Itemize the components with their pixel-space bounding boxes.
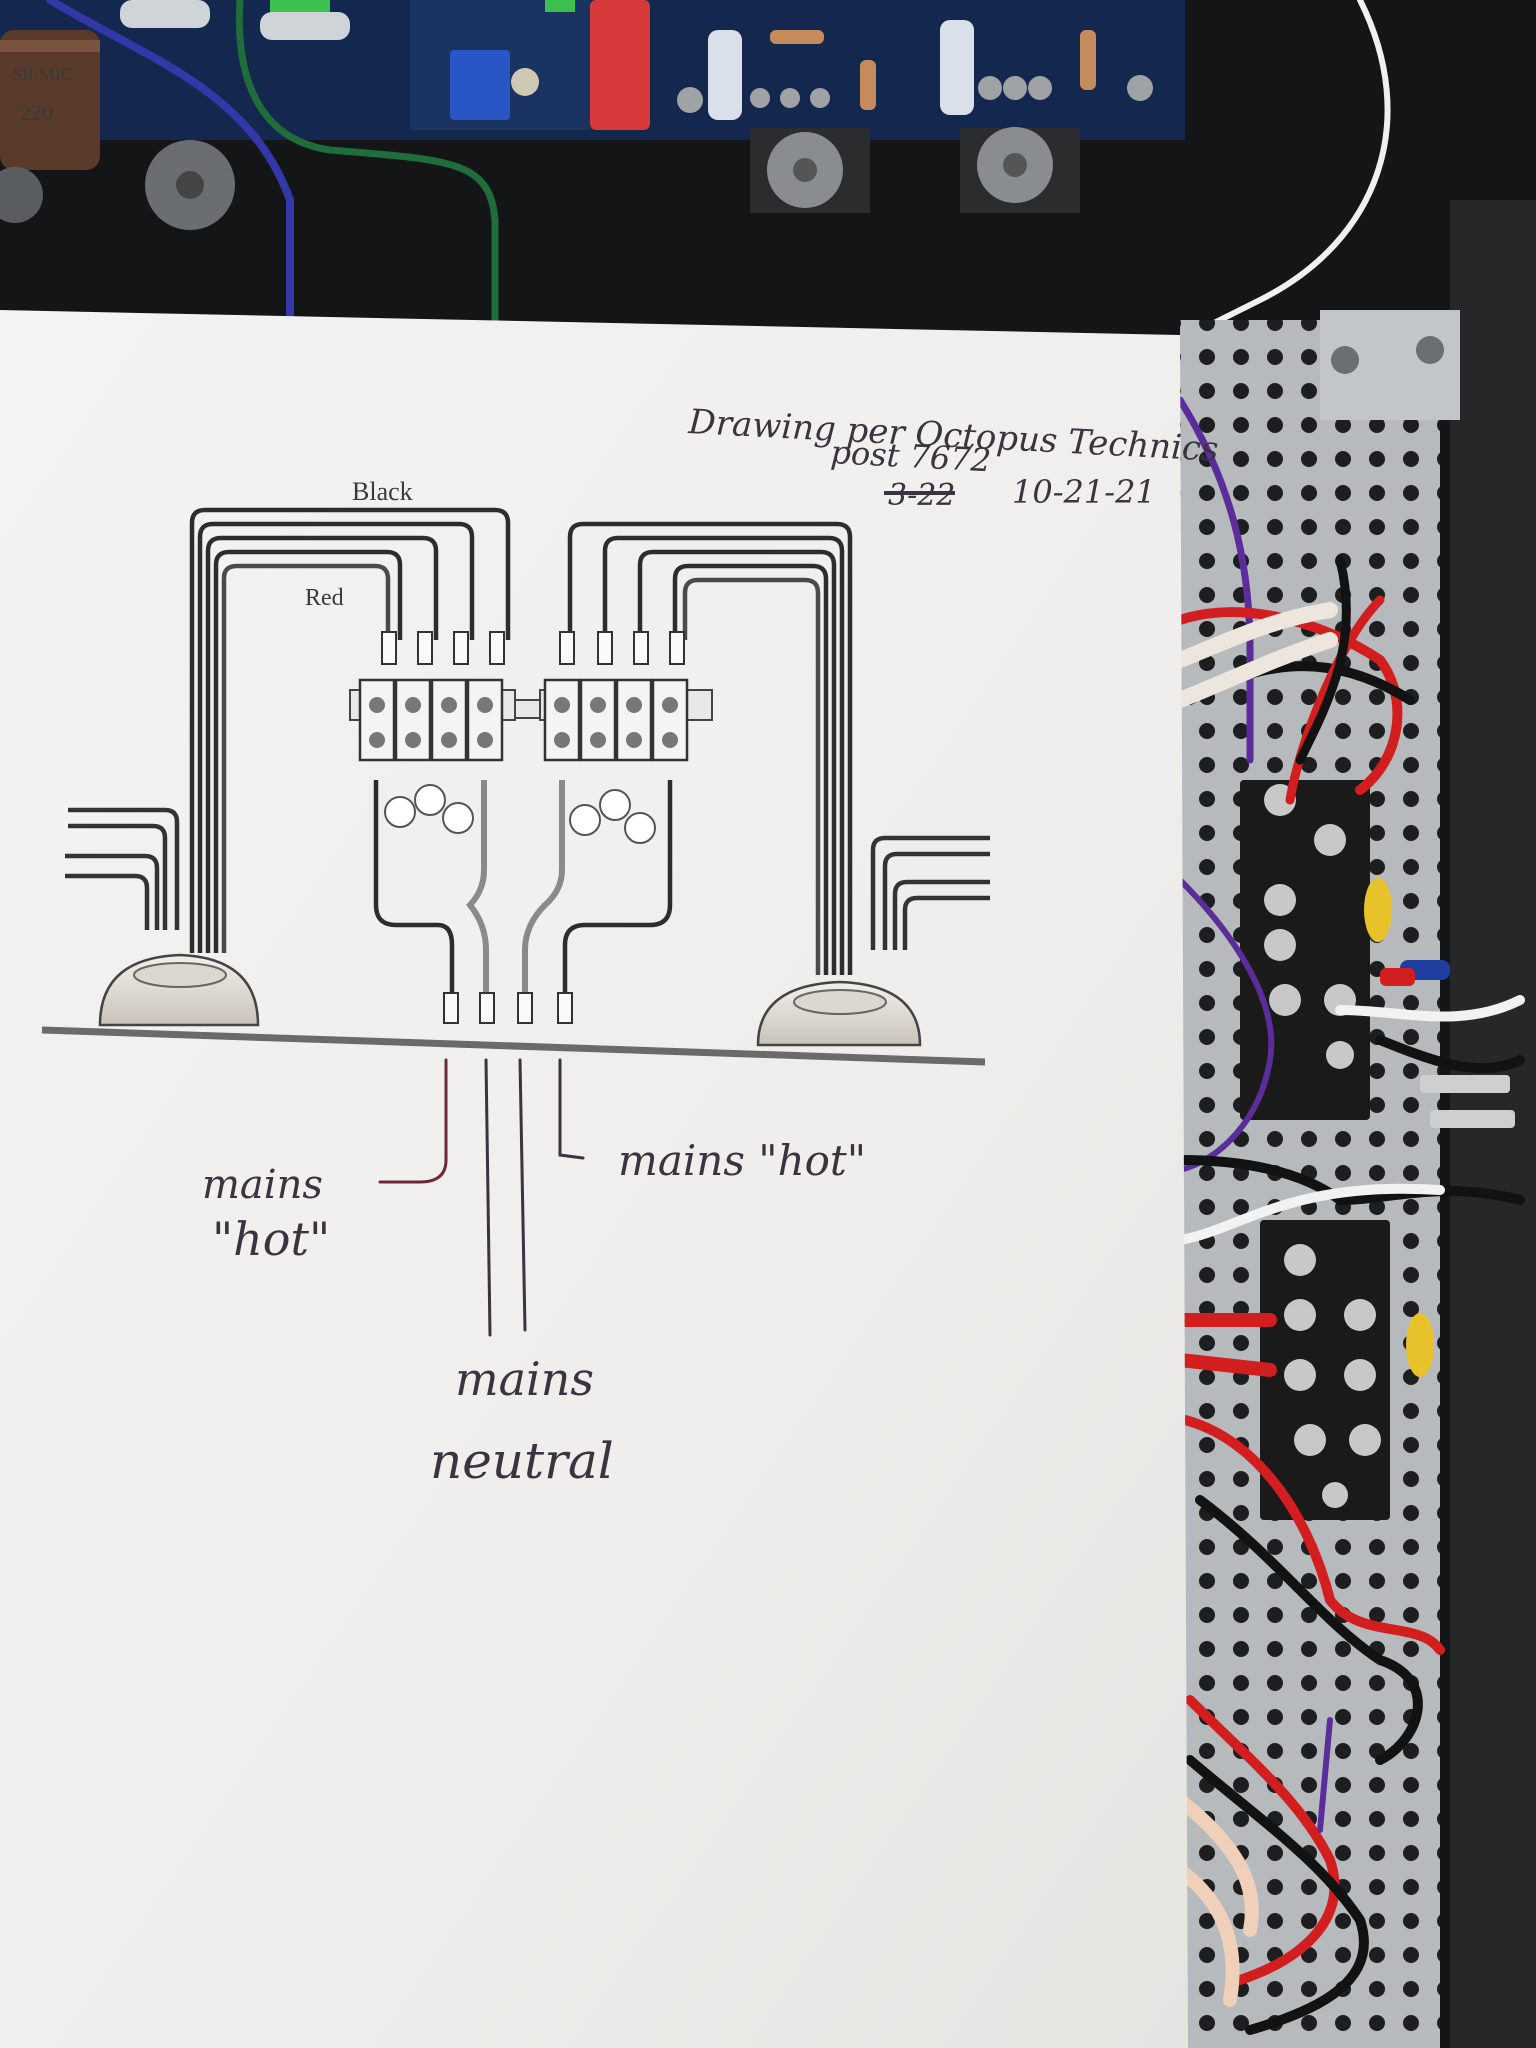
trim-pot bbox=[450, 50, 510, 120]
background-wires bbox=[46, 0, 1391, 343]
note-mains-hot-right: mains "hot" bbox=[618, 1136, 866, 1185]
note-mains-neutral-2: neutral bbox=[430, 1432, 614, 1490]
note-date-struck: 3-22 bbox=[888, 478, 955, 513]
wire-label-black: Black bbox=[352, 477, 413, 506]
red-film-capacitor bbox=[590, 0, 650, 130]
wiring-diagram: Black Red bbox=[41, 477, 990, 1066]
chassis-baseline bbox=[41, 1026, 986, 1066]
note-date: 10-21-21 bbox=[1012, 473, 1156, 511]
transformer-left bbox=[98, 953, 260, 1027]
transformer-right bbox=[756, 980, 922, 1047]
resistor-vertical bbox=[708, 30, 742, 120]
handwritten-notes: Drawing per Octopus Technics post 7672 3… bbox=[202, 402, 1219, 1490]
terminal-strip-lower bbox=[1260, 1220, 1390, 1520]
capacitor-value-text: 220 bbox=[20, 100, 53, 125]
note-mains-neutral-1: mains bbox=[455, 1352, 594, 1406]
silmic-capacitor: SILMIC 220 bbox=[0, 30, 100, 170]
paper-sheet bbox=[0, 310, 1188, 2048]
bracket-wiring bbox=[1172, 396, 1525, 2035]
wire-label-red: Red bbox=[305, 585, 344, 611]
terminal-blocks bbox=[349, 678, 713, 762]
note-mains-hot-left-2: "hot" bbox=[212, 1212, 330, 1266]
pcb-board bbox=[0, 0, 1185, 140]
terminal-strip-upper bbox=[1240, 780, 1370, 1120]
capacitor-brand-text: SILMIC bbox=[12, 64, 73, 84]
bracket-components bbox=[1308, 874, 1515, 1377]
pcb-standoffs bbox=[0, 127, 1080, 230]
note-mains-hot-left-1: mains bbox=[202, 1162, 323, 1208]
note-header-line2: post 7672 bbox=[830, 433, 992, 479]
